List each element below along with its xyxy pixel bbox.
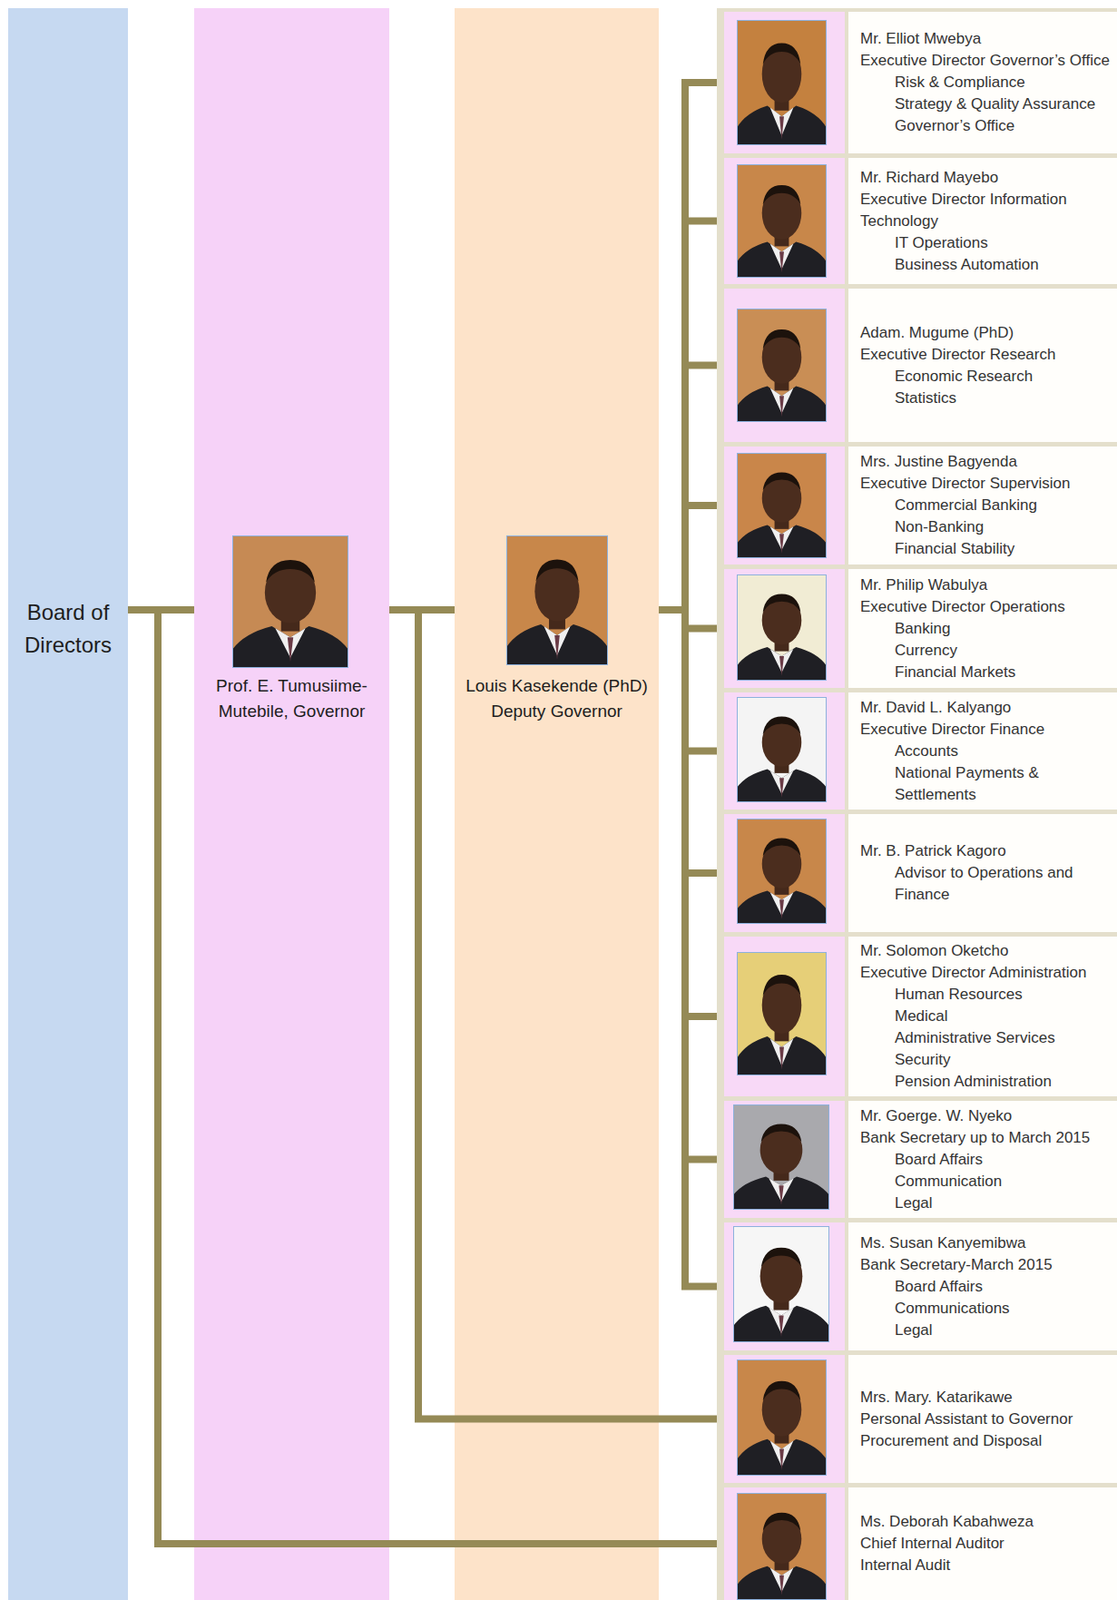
deputy-band: Louis Kasekende (PhD)Deputy Governor bbox=[454, 8, 659, 1600]
person-name: Mr. Solomon Oketcho bbox=[860, 940, 1110, 962]
unit-label: Financial Markets bbox=[894, 661, 1110, 684]
role-label: Bank Secretary up to March 2015 bbox=[860, 1126, 1110, 1149]
board-band: Board of Directors bbox=[8, 8, 128, 1600]
person-name: Mrs. Mary. Katarikawe bbox=[860, 1386, 1110, 1409]
person-name: Adam. Mugume (PhD) bbox=[860, 322, 1110, 344]
person-label: Deputy Governor bbox=[490, 698, 623, 725]
role-label: Internal Audit bbox=[860, 1554, 1110, 1577]
role-label: Executive Director Administration bbox=[860, 961, 1110, 984]
person-name: Mr. Elliot Mwebya bbox=[860, 28, 1110, 50]
unit-label: Communications bbox=[894, 1297, 1110, 1320]
person-label: Prof. E. Tumusiime-Mutebile, Governor bbox=[203, 673, 382, 725]
governor-band: Prof. E. Tumusiime-Mutebile, Governor bbox=[194, 8, 390, 1600]
role-label: Executive Director Supervision bbox=[860, 472, 1110, 495]
unit-label: Legal bbox=[894, 1192, 1110, 1215]
unit-label: Risk & Compliance bbox=[894, 71, 1110, 94]
staff-card: Mr. Philip WabulyaExecutive Director Ope… bbox=[716, 568, 1117, 688]
staff-card: Mrs. Justine BagyendaExecutive Director … bbox=[716, 446, 1117, 565]
unit-label: Business Automation bbox=[894, 254, 1110, 276]
unit-label: Non-Banking bbox=[894, 516, 1110, 539]
staff-card: Mr. Richard MayeboExecutive Director Inf… bbox=[716, 157, 1117, 285]
unit-label: Statistics bbox=[894, 387, 1110, 410]
staff-card: Adam. Mugume (PhD)Executive Director Res… bbox=[716, 288, 1117, 442]
unit-label: Medical bbox=[894, 1005, 1110, 1028]
unit-label: Financial Stability bbox=[894, 538, 1110, 560]
role-label: Personal Assistant to Governor bbox=[860, 1408, 1110, 1431]
staff-card: Mr. Elliot MwebyaExecutive Director Gove… bbox=[716, 11, 1117, 154]
staff-card: Mr. Solomon OketchoExecutive Director Ad… bbox=[716, 936, 1117, 1097]
unit-label: Communication bbox=[894, 1170, 1110, 1193]
person-name: Mrs. Justine Bagyenda bbox=[860, 450, 1110, 473]
person-name: Mr. Goerge. W. Nyeko bbox=[860, 1105, 1110, 1127]
staff-card: Mr. B. Patrick KagoroAdvisor to Operatio… bbox=[716, 813, 1117, 932]
staff-card: Mrs. Mary. KatarikawePersonal Assistant … bbox=[716, 1354, 1117, 1483]
person-label: Louis Kasekende (PhD) bbox=[465, 673, 648, 699]
person-name: Mr. David L. Kalyango bbox=[860, 696, 1110, 719]
person-name: Mr. B. Patrick Kagoro bbox=[860, 840, 1110, 863]
role-label: Executive Director Governor’s Office bbox=[860, 49, 1110, 72]
role-label: Executive Director Information Technolog… bbox=[860, 188, 1110, 233]
unit-label: Human Resources bbox=[894, 983, 1110, 1006]
person-name: Ms. Deborah Kabahweza bbox=[860, 1510, 1110, 1533]
unit-label: Administrative Services bbox=[894, 1027, 1110, 1049]
unit-label: Board Affairs bbox=[894, 1148, 1110, 1171]
unit-label: Advisor to Operations and Finance bbox=[894, 862, 1110, 906]
staff-card: Ms. Deborah KabahwezaChief Internal Audi… bbox=[716, 1487, 1117, 1600]
role-label: Executive Director Finance bbox=[860, 718, 1110, 741]
role-label: Procurement and Disposal bbox=[860, 1430, 1110, 1452]
unit-label: Accounts bbox=[894, 740, 1110, 763]
unit-label: Banking bbox=[894, 617, 1110, 640]
unit-label: Legal bbox=[894, 1319, 1110, 1342]
unit-label: Board Affairs bbox=[894, 1275, 1110, 1298]
role-label: Chief Internal Auditor bbox=[860, 1532, 1110, 1555]
person-label: Board of Directors bbox=[11, 596, 125, 662]
unit-label: National Payments & Settlements bbox=[894, 762, 1110, 806]
staff-card: Ms. Susan KanyemibwaBank Secretary-March… bbox=[716, 1222, 1117, 1351]
role-label: Executive Director Research bbox=[860, 343, 1110, 366]
person-name: Ms. Susan Kanyemibwa bbox=[860, 1232, 1110, 1255]
staff-card: Mr. Goerge. W. NyekoBank Secretary up to… bbox=[716, 1100, 1117, 1218]
unit-label: Security bbox=[894, 1048, 1110, 1071]
person-name: Mr. Philip Wabulya bbox=[860, 574, 1110, 597]
unit-label: Pension Administration bbox=[894, 1070, 1110, 1093]
staff-card: Mr. David L. KalyangoExecutive Director … bbox=[716, 692, 1117, 810]
unit-label: IT Operations bbox=[894, 232, 1110, 255]
unit-label: Economic Research bbox=[894, 365, 1110, 388]
person-name: Mr. Richard Mayebo bbox=[860, 166, 1110, 189]
unit-label: Commercial Banking bbox=[894, 494, 1110, 517]
unit-label: Governor’s Office bbox=[894, 115, 1110, 138]
role-label: Executive Director Operations bbox=[860, 596, 1110, 618]
unit-label: Strategy & Quality Assurance bbox=[894, 93, 1110, 116]
role-label: Bank Secretary-March 2015 bbox=[860, 1254, 1110, 1276]
unit-label: Currency bbox=[894, 639, 1110, 662]
